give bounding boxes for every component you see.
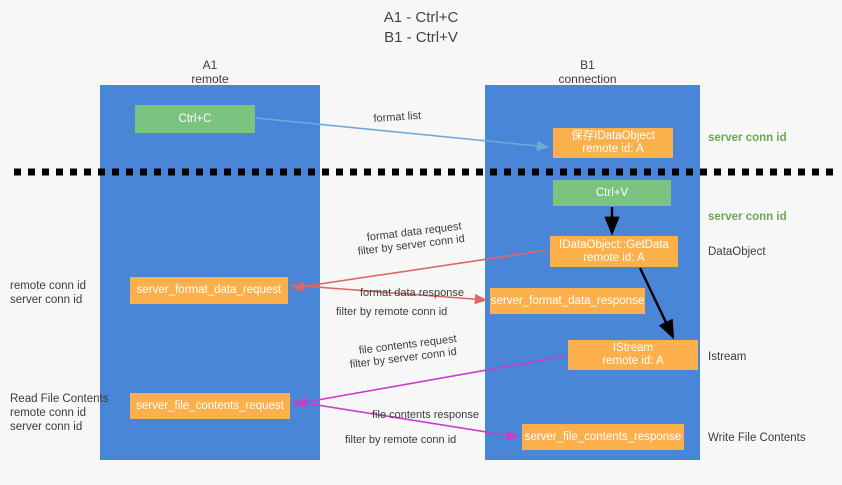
box-idataobject-getdata-line2: remote id: A	[583, 251, 645, 264]
annotation-remote-conn-id-upper: remote conn id	[10, 280, 87, 292]
annotation-dataobject: DataObject	[708, 246, 766, 258]
annotation-read-file-contents: Read File Contents	[10, 393, 109, 405]
annotation-read-file-block: Read File Contents remote conn id server…	[10, 392, 108, 434]
box-server-format-data-request-label: server_format_data_request	[136, 284, 282, 296]
annotation-write-file-contents: Write File Contents	[708, 432, 806, 444]
caption-file-contents-response-filter: filter by remote conn id	[345, 433, 456, 448]
box-ctrl-c-label: Ctrl+C	[178, 112, 212, 125]
caption-file-contents-response: file contents response	[372, 409, 480, 421]
box-istream-text: IStream remote id: A	[602, 342, 663, 368]
swimlane-a1-header: A1 remote	[100, 58, 320, 86]
annotation-server-conn-id-lower: server conn id	[10, 421, 83, 433]
caption-filter-by-1: filter by	[357, 241, 397, 258]
box-server-file-contents-response[interactable]: server_file_contents_response	[522, 424, 684, 450]
annotation-server-conn-id-top: server conn id	[708, 132, 787, 144]
box-save-idataobject-line1: 保存IDataObject	[571, 130, 655, 142]
box-server-file-contents-response-label: server_file_contents_response	[524, 430, 682, 443]
box-server-file-contents-request-label: server_file_contents_request	[136, 399, 284, 412]
caption-format-data-response-filter: filter by remote conn id	[336, 305, 447, 320]
caption-format-data-response: format data response	[360, 287, 464, 299]
box-idataobject-getdata-line1: IDataObject::GetData	[559, 238, 669, 251]
box-save-idataobject-line2: remote id: A	[582, 143, 644, 155]
box-server-file-contents-request[interactable]: server_file_contents_request	[130, 393, 290, 419]
box-save-idataobject-text: 保存IDataObject remote id: A	[571, 130, 655, 156]
box-ctrl-c[interactable]: Ctrl+C	[135, 105, 255, 133]
caption-filter-by-3: filter by	[349, 354, 389, 371]
annotation-server-conn-id-mid: server conn id	[708, 211, 787, 223]
box-save-idataobject[interactable]: 保存IDataObject remote id: A	[553, 128, 673, 158]
caption-remote-conn-id-1: remote conn id	[374, 306, 448, 318]
swimlane-b1-header: B1 connection	[480, 58, 695, 86]
title-line-2: B1 - Ctrl+V	[384, 29, 458, 46]
box-istream-line2: remote id: A	[602, 355, 664, 367]
box-server-format-data-request[interactable]: server_format_data_request	[130, 277, 288, 304]
annotation-server-conn-id-upper: server conn id	[10, 294, 83, 306]
box-istream[interactable]: IStream remote id: A	[568, 340, 698, 370]
box-istream-line1: IStream	[612, 342, 654, 354]
box-server-format-data-response-label: server_format_data_response	[490, 294, 645, 307]
box-ctrl-v-label: Ctrl+V	[595, 186, 629, 199]
swimlane-a1-role: remote	[191, 72, 229, 86]
caption-filter-by-4: filter by	[345, 434, 384, 446]
swimlane-b1-role: connection	[558, 72, 617, 86]
box-server-format-data-response[interactable]: server_format_data_response	[490, 288, 645, 314]
box-idataobject-getdata-text: IDataObject::GetData remote id: A	[559, 239, 669, 265]
caption-remote-conn-id-2: remote conn id	[383, 434, 457, 446]
annotation-remote-conn-id-lower: remote conn id	[10, 407, 87, 419]
page-title: A1 - Ctrl+C B1 - Ctrl+V	[0, 8, 842, 48]
caption-format-list: format list	[373, 109, 422, 125]
box-idataobject-getdata[interactable]: IDataObject::GetData remote id: A	[550, 236, 678, 267]
swimlane-b1-name: B1	[580, 58, 595, 72]
title-line-1: A1 - Ctrl+C	[383, 9, 459, 26]
swimlane-a1-name: A1	[202, 58, 218, 72]
annotation-conn-ids-upper: remote conn id server conn id	[10, 279, 86, 307]
annotation-istream: Istream	[708, 351, 747, 363]
box-ctrl-v[interactable]: Ctrl+V	[553, 180, 671, 206]
caption-filter-by-2: filter by	[336, 306, 375, 318]
